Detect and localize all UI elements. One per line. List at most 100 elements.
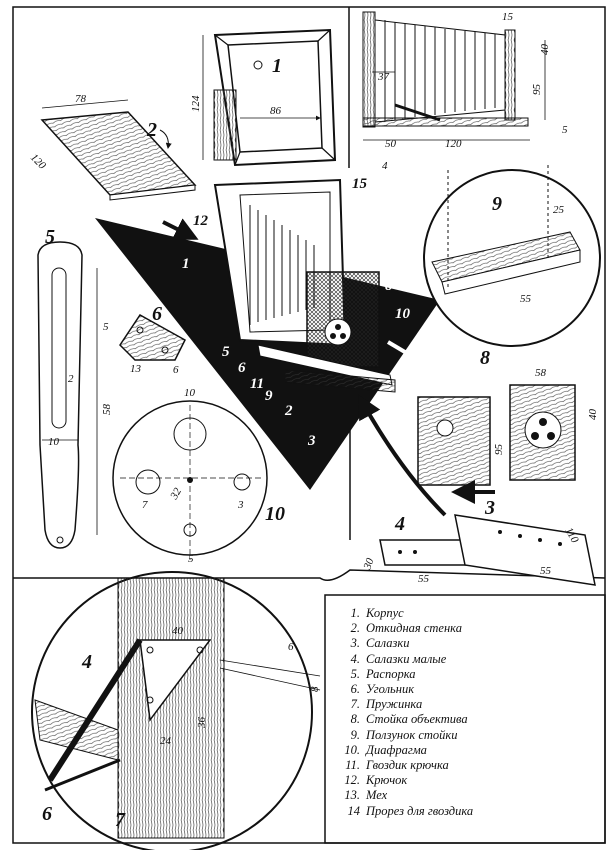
legend-item-number: 13. (344, 788, 360, 803)
legend-item: 4. Салазки малые (334, 652, 596, 667)
part-3-slide (454, 514, 596, 586)
legend-item-text: Диафрагма (366, 742, 427, 757)
dim-55-slider: 55 (520, 293, 532, 305)
label-part-9: 9 (492, 193, 502, 215)
legend-item-number: 7. (350, 697, 360, 712)
label-part-5-main: 5 (222, 344, 230, 360)
label-part-4: 4 (394, 513, 405, 535)
legend-item-text: Распорка (366, 666, 416, 681)
label-part-6-detail: 6 (42, 803, 52, 825)
dim-30: 30 (361, 556, 377, 572)
legend-item: 11. Гвоздик крючка (334, 758, 596, 773)
dim-4-top: 4 (382, 160, 388, 172)
dim-5-angle-left: 5 (103, 321, 109, 333)
part-5-strut (37, 241, 83, 549)
dim-15-top: 15 (502, 11, 514, 23)
dim-10-diaphragm: 10 (184, 387, 196, 399)
legend-item-text: Салазки (366, 636, 410, 651)
legend-item-text: Салазки малые (366, 651, 447, 666)
dim-3: 3 (237, 499, 244, 511)
legend-item-text: Угольник (366, 682, 415, 697)
dim-5-diaphragm: 5 (188, 553, 194, 565)
dim-24-detail: 24 (160, 735, 172, 747)
legend-item: 2. Откидная стенка (334, 621, 596, 636)
part-2-hinged-wall (40, 111, 197, 201)
label-part-8-main: 8 (385, 278, 393, 294)
label-part-5: 5 (45, 226, 55, 248)
legend-item-text: Стойка объектива (366, 712, 468, 727)
label-part-10: 10 (265, 503, 285, 525)
legend-item: 8. Стойка объектива (334, 712, 596, 727)
label-part-10-main: 10 (395, 306, 411, 322)
legend-item-number: 11. (345, 758, 360, 773)
camera-assembly (213, 178, 396, 393)
part-4-small-slide (379, 539, 471, 566)
label-part-11-main: 11 (250, 376, 264, 392)
dim-120-board: 120 (28, 152, 49, 173)
dim-50: 50 (385, 138, 397, 150)
legend-item-number: 8. (350, 712, 360, 727)
part-10-diaphragm (112, 400, 268, 560)
legend-item-number: 4. (350, 651, 360, 666)
legend-item-text: Откидная стенка (366, 621, 462, 636)
dim-2-strut: 2 (68, 373, 74, 385)
dim-13: 13 (130, 363, 142, 375)
dim-37: 37 (377, 71, 390, 83)
part-8-lens-stand (417, 384, 576, 504)
legend-item-number: 9. (350, 727, 360, 742)
outer-frame (12, 6, 606, 844)
hinge-detail-circle (31, 571, 313, 850)
dim-40-detail: 40 (172, 625, 184, 637)
legend-item: 3. Салазки (334, 636, 596, 651)
legend-item: 6. Угольник (334, 682, 596, 697)
dim-25: 25 (553, 204, 565, 216)
legend-item-number: 3. (350, 636, 360, 651)
dim-58-strut: 58 (101, 404, 113, 416)
legend-item: 12.Крючок (334, 773, 596, 788)
legend-item-text: Пружинка (366, 697, 423, 712)
part-9-slider-detail (423, 165, 601, 347)
legend-item-text: Мех (366, 788, 388, 803)
label-part-12: 12 (193, 213, 209, 229)
legend-item-number: 10. (344, 742, 360, 757)
legend-item-text: Корпус (366, 606, 404, 620)
legend-item-number: 14 (347, 803, 361, 818)
dim-7: 7 (142, 499, 148, 511)
legend-frame (324, 594, 606, 844)
legend-item: 5. Распорка (334, 667, 596, 682)
dim-40-stand: 40 (587, 409, 599, 421)
dim-55-small-slide: 55 (418, 573, 430, 585)
dim-10-strut: 10 (48, 436, 60, 448)
label-part-14: 14 (350, 218, 366, 234)
legend-item: 10. Диафрагма (334, 743, 596, 758)
part-1-body-frame (213, 28, 337, 167)
legend-item-number: 5. (350, 666, 360, 681)
dim-58-stand: 58 (535, 367, 547, 379)
legend-item-number: 6. (350, 682, 360, 697)
legend-item-text: Гвоздик крючка (366, 758, 449, 773)
label-part-1: 1 (272, 55, 282, 77)
label-part-2-main: 2 (284, 403, 293, 419)
label-part-7-detail: 7 (115, 809, 126, 831)
dim-55-slide: 55 (540, 565, 552, 577)
label-part-8: 8 (480, 347, 490, 369)
dim-95-top: 95 (531, 84, 543, 96)
legend-item: 9. Ползунок стойки (334, 728, 596, 743)
dim-120-top: 120 (445, 138, 462, 150)
dim-5-top: 5 (562, 124, 568, 136)
label-part-4-detail: 4 (81, 651, 92, 673)
label-part-2: 2 (146, 119, 157, 141)
dim-36-detail: 36 (196, 717, 208, 730)
legend-item-number: 2. (350, 621, 360, 636)
legend-item-text: Ползунок стойки (366, 727, 458, 742)
label-part-9-main: 9 (265, 388, 273, 404)
dim-6-detail: 6 (288, 641, 294, 653)
label-part-15-main: 15 (352, 176, 368, 192)
label-part-6: 6 (152, 303, 162, 325)
bellows-cross-section (362, 11, 529, 128)
label-part-13: 13 (365, 246, 381, 262)
label-part-6-main: 6 (238, 360, 246, 376)
